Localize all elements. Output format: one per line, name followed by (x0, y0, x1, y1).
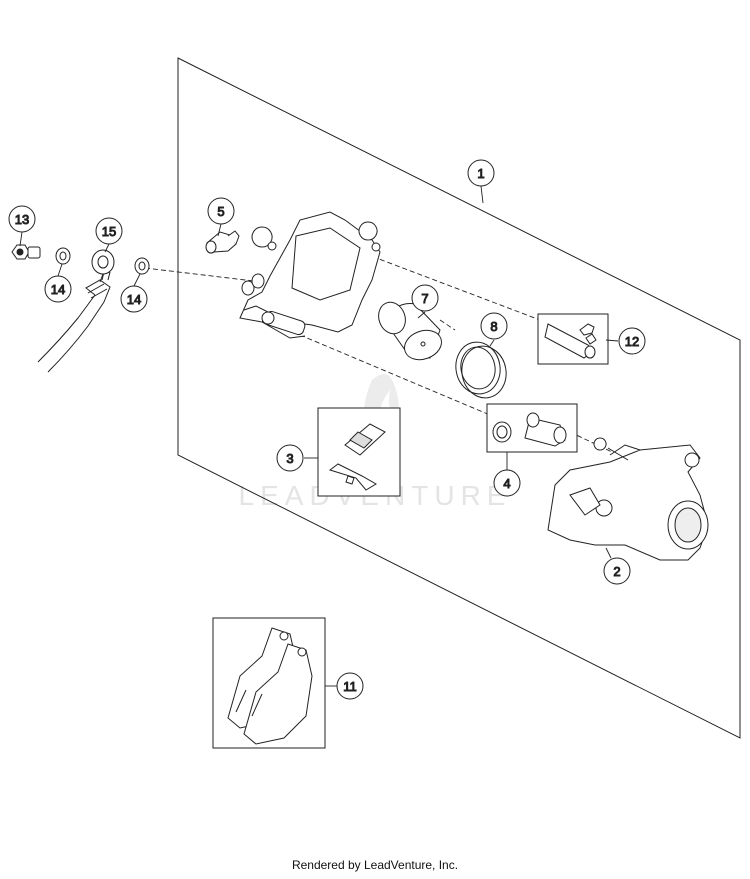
callout-5: 5 (207, 197, 235, 225)
callout-number: 12 (625, 334, 639, 349)
callout-7: 7 (411, 284, 439, 312)
washer-right (134, 257, 150, 275)
callout-4: 4 (493, 469, 521, 497)
callout-14-left: 14 (44, 275, 72, 303)
leader-lines (19, 185, 619, 687)
alignment-lines (144, 247, 613, 453)
callout-number: 14 (51, 282, 65, 297)
washer-left (55, 247, 71, 265)
callout-3: 3 (276, 444, 304, 472)
piston (378, 301, 442, 361)
callout-number: 2 (613, 564, 620, 579)
caliper-bracket (547, 437, 709, 561)
callout-15: 15 (95, 217, 123, 245)
callouts: 1 2 3 4 5 7 8 11 12 13 14 14 15 (8, 159, 646, 700)
callout-number: 11 (343, 679, 357, 694)
callout-number: 3 (286, 451, 293, 466)
callout-11: 11 (336, 672, 364, 700)
footer-credit: Rendered by LeadVenture, Inc. (291, 858, 459, 872)
callout-number: 4 (503, 476, 510, 491)
boot-kit (486, 403, 578, 453)
spring-clip-kit (317, 407, 401, 497)
brake-pad-kit (212, 617, 326, 749)
banjo-bolt (11, 244, 41, 260)
assembly-outline (177, 57, 741, 739)
callout-14-right: 14 (120, 285, 148, 313)
callout-number: 1 (477, 166, 484, 181)
seal-rings (455, 341, 507, 399)
callout-number: 15 (102, 224, 116, 239)
banjo-fitting (91, 249, 115, 283)
callout-number: 13 (15, 212, 29, 227)
callout-13: 13 (8, 205, 36, 233)
callout-number: 5 (217, 204, 224, 219)
callout-number: 7 (421, 291, 428, 306)
callout-1: 1 (467, 159, 495, 187)
callout-2: 2 (603, 557, 631, 585)
guide-pin-kit (537, 313, 609, 365)
callout-12: 12 (618, 327, 646, 355)
callout-number: 14 (127, 292, 141, 307)
bleeder-valve (205, 230, 240, 254)
caliper-body (239, 211, 381, 339)
callout-number: 8 (490, 319, 497, 334)
callout-8: 8 (480, 312, 508, 340)
